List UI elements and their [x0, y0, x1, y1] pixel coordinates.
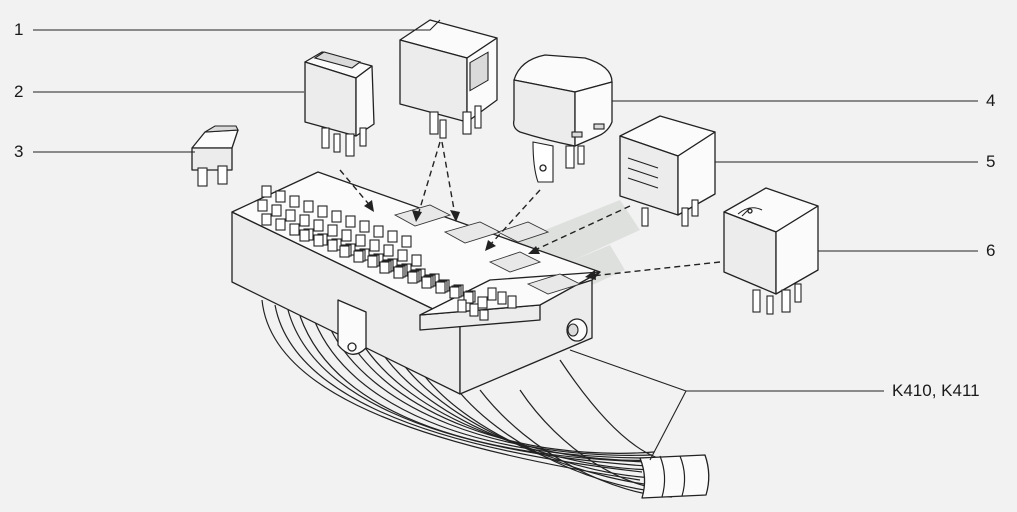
- leader-lines: [33, 19, 978, 461]
- fuse-slot: [401, 235, 412, 248]
- fuse-slot: [387, 230, 398, 243]
- relay-1: [399, 19, 498, 139]
- fuse-slot: [275, 218, 286, 231]
- fuse-slot: [313, 234, 324, 247]
- fuse-slot: [313, 219, 324, 232]
- fuse-slot: [261, 213, 272, 226]
- fuse-slot: [339, 245, 350, 258]
- fuse-slot: [289, 223, 300, 236]
- fuse-slot: [345, 215, 356, 228]
- callout-3: 3: [14, 142, 24, 161]
- fuse-slot: [275, 190, 286, 203]
- wiper-icon: [737, 207, 763, 217]
- fuse-slot: [261, 185, 272, 198]
- callout-6: 6: [986, 241, 996, 260]
- fuse-slot: [421, 276, 432, 289]
- fuse-slot: [303, 200, 314, 213]
- callout-1: 1: [14, 20, 24, 39]
- callout-block: K410, K411: [892, 381, 980, 400]
- fuse-slot: [341, 229, 352, 242]
- relay-2: [304, 51, 375, 157]
- fuse-slot: [397, 249, 408, 262]
- fuse-slot: [327, 239, 338, 252]
- fuse-slot: [449, 286, 460, 299]
- fuse-slot: [285, 209, 296, 222]
- fuse-slot: [327, 224, 338, 237]
- fuse-slot: [355, 234, 366, 247]
- fuse-slot: [359, 220, 370, 233]
- assembly-arrows: [339, 141, 721, 280]
- fuse-slot: [435, 281, 446, 294]
- wire-harness: [261, 299, 710, 499]
- callout-2: 2: [14, 82, 24, 101]
- fuse-slot: [257, 199, 268, 212]
- callout-5: 5: [986, 152, 996, 171]
- fuse-slot: [353, 250, 364, 263]
- fuse-slot: [369, 239, 380, 252]
- fuse-slot: [411, 254, 422, 267]
- deck-fuses: [457, 287, 517, 321]
- fuse-slot: [383, 244, 394, 257]
- relay-6: [723, 187, 819, 315]
- fuse-slot: [299, 214, 310, 227]
- fuse-slot: [289, 195, 300, 208]
- fuse-slot: [393, 266, 404, 279]
- fuse-slot: [463, 291, 474, 304]
- fuse-3: [191, 125, 239, 187]
- fuse-slot: [367, 255, 378, 268]
- relay-4: [512, 54, 613, 183]
- fuse-slot: [271, 204, 282, 217]
- fuse-slot: [477, 296, 488, 309]
- fuse-slot: [373, 225, 384, 238]
- fuse-slot: [379, 261, 390, 274]
- fuse-slot: [317, 205, 328, 218]
- callout-4: 4: [986, 91, 996, 110]
- fuse-array: [257, 185, 488, 309]
- fuse-slot: [331, 210, 342, 223]
- fuse-slot: [407, 271, 418, 284]
- relay-5: [619, 115, 716, 227]
- fuse-slot: [299, 229, 310, 242]
